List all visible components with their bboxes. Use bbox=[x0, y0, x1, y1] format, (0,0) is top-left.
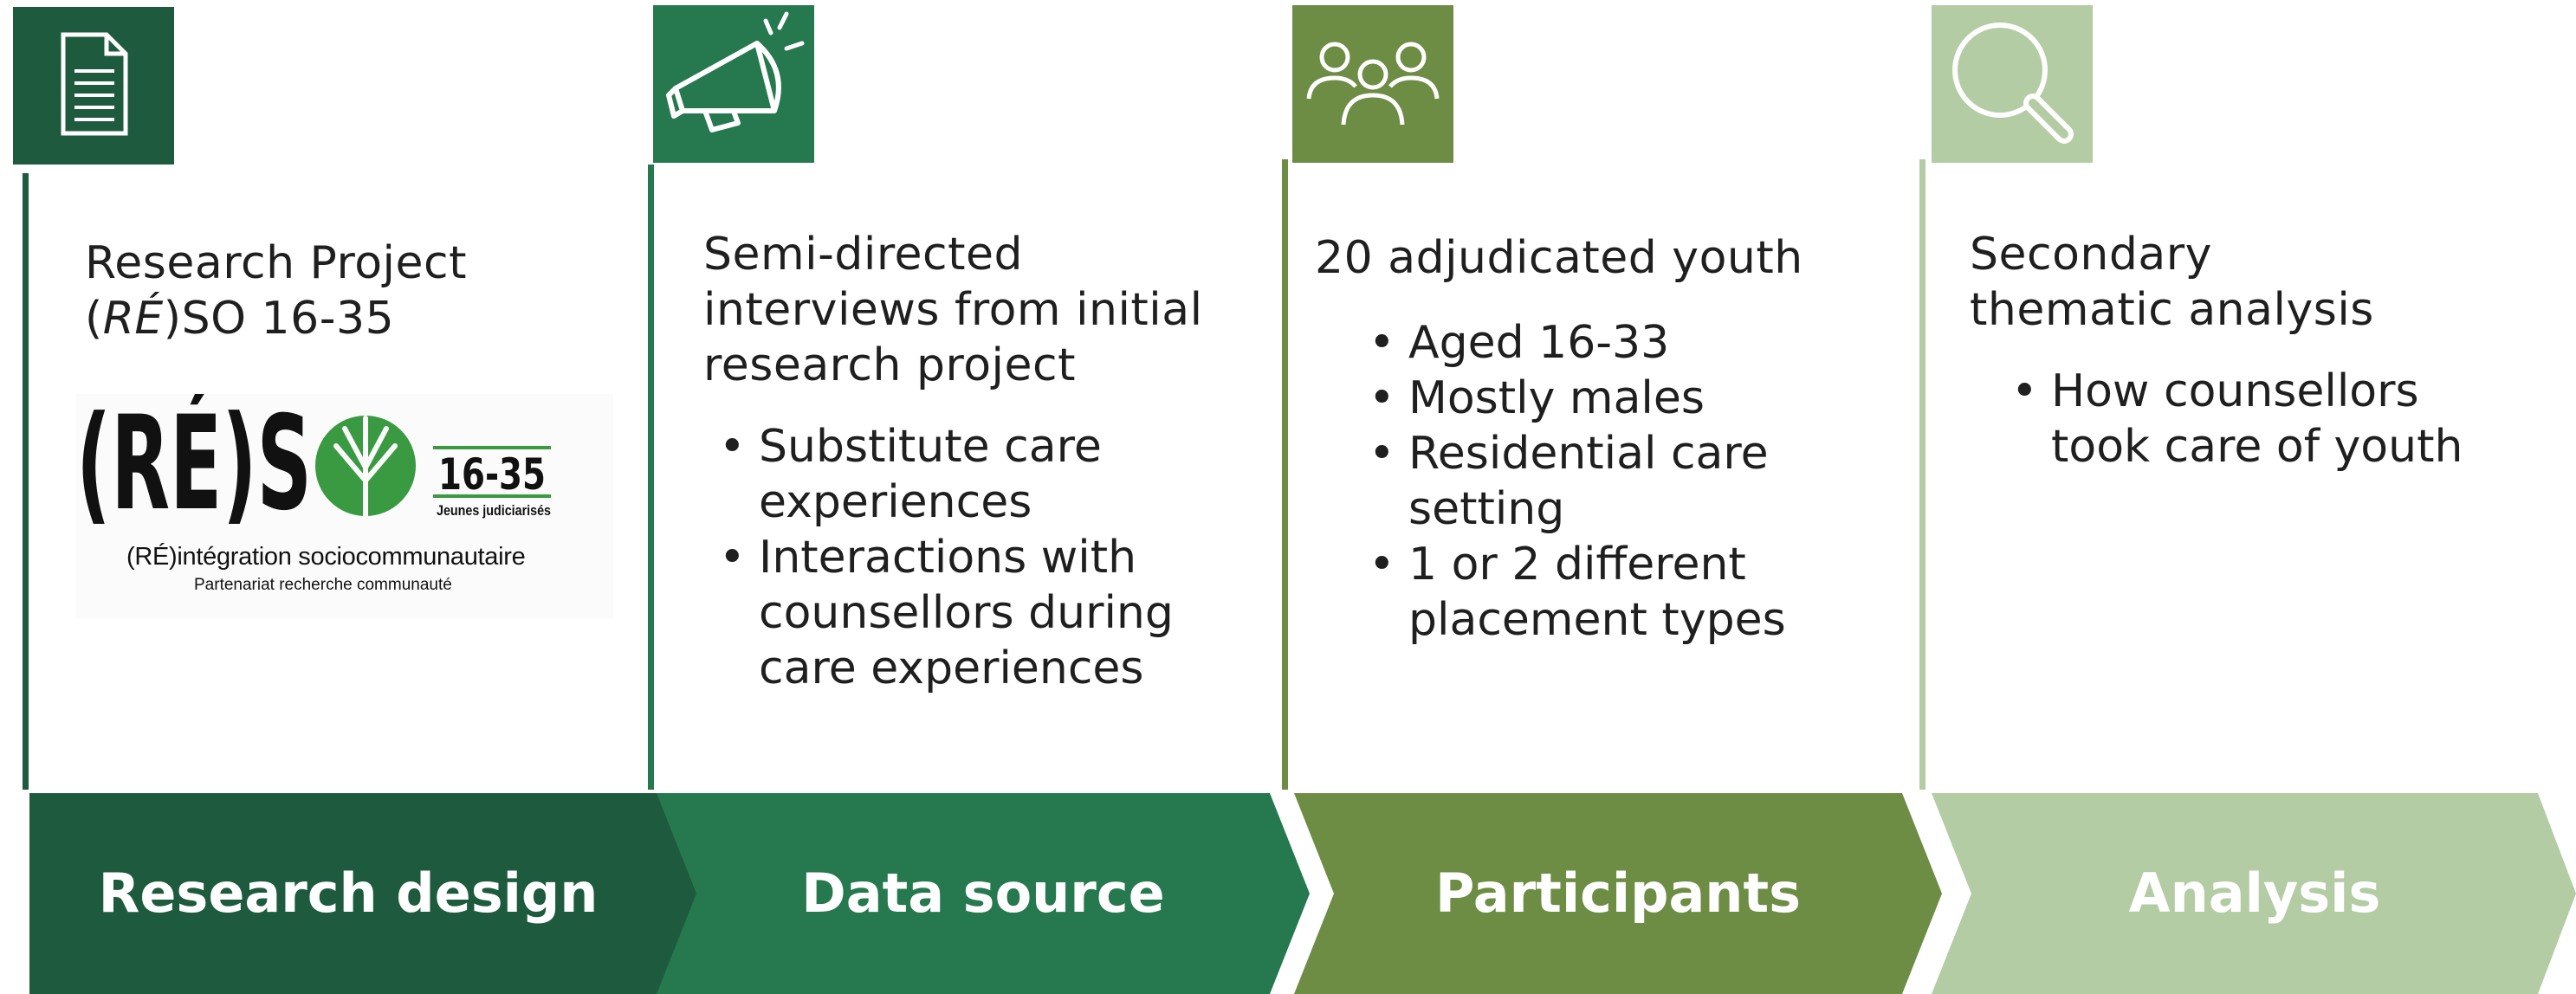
analysis-text: Secondary thematic analysis How counsell… bbox=[1970, 227, 2463, 474]
chevron-analysis bbox=[1932, 793, 2576, 994]
bullet-list: Aged 16-33 Mostly males Residential care… bbox=[1358, 315, 1803, 648]
stage-label-analysis: Analysis bbox=[2128, 862, 2381, 925]
heading-rest: )SO 16-35 bbox=[163, 293, 395, 345]
research-design-icon-box bbox=[13, 7, 174, 165]
bullet-line: Mostly males bbox=[1408, 372, 1705, 424]
list-item: Interactions with counsellors during car… bbox=[709, 530, 1203, 696]
stage-label-participants: Participants bbox=[1435, 862, 1801, 925]
stage-label-research-design: Research design bbox=[98, 862, 599, 925]
data-source-text: Semi-directed interviews from initial re… bbox=[703, 227, 1203, 696]
bullet-line: How counsellors bbox=[2051, 365, 2419, 417]
bullet-line: Interactions with bbox=[759, 532, 1137, 584]
heading-line: research project bbox=[703, 339, 1076, 391]
column-divider-2 bbox=[648, 165, 654, 790]
stage-label-data-source: Data source bbox=[801, 862, 1165, 925]
bullet-line: Residential care bbox=[1408, 428, 1769, 480]
chevron-research-design bbox=[29, 793, 703, 994]
bullet-line: Substitute care bbox=[759, 421, 1102, 473]
paren-open: ( bbox=[85, 293, 103, 345]
heading-line: Research Project bbox=[85, 237, 467, 289]
bullet-line: care experiences bbox=[759, 642, 1144, 694]
list-item: Substitute care experiences bbox=[709, 419, 1203, 530]
bullet-line: experiences bbox=[759, 476, 1032, 528]
bullet-list: Substitute care experiences Interactions… bbox=[709, 419, 1203, 696]
logo-tagline: Partenariat recherche communauté bbox=[194, 576, 452, 594]
bullet-line: setting bbox=[1408, 483, 1565, 535]
data-source-icon-box bbox=[653, 5, 814, 163]
heading-line: thematic analysis bbox=[1970, 284, 2374, 336]
column-divider-1 bbox=[23, 173, 29, 790]
bullet-line: counsellors during bbox=[759, 587, 1174, 639]
research-design-heading: Research Project (RÉ)SO 16-35 bbox=[85, 236, 467, 346]
analysis-icon-box bbox=[1932, 5, 2093, 163]
people-group-icon bbox=[1304, 35, 1442, 133]
bullet-line: took care of youth bbox=[2051, 421, 2463, 473]
heading-line: Secondary bbox=[1970, 229, 2212, 281]
heading-italic: RÉ bbox=[102, 293, 164, 345]
chevron-data-source bbox=[657, 793, 1310, 994]
bullet-line: placement types bbox=[1408, 594, 1786, 646]
list-item: 1 or 2 different placement types bbox=[1358, 537, 1803, 648]
heading-line: 20 adjudicated youth bbox=[1315, 232, 1803, 284]
list-item: Mostly males bbox=[1358, 371, 1803, 426]
bullet-line: Aged 16-33 bbox=[1408, 317, 1670, 369]
megaphone-icon bbox=[660, 9, 807, 159]
list-item: Aged 16-33 bbox=[1358, 315, 1803, 371]
heading-line: (RÉ)SO 16-35 bbox=[85, 291, 467, 346]
participants-text: 20 adjudicated youth Aged 16-33 Mostly m… bbox=[1315, 230, 1803, 648]
tree-logo-icon bbox=[315, 416, 416, 519]
logo-badge-caption: Jeunes judiciarisés bbox=[437, 502, 551, 519]
logo-badge-number: 16-35 bbox=[438, 449, 546, 500]
column-divider-4 bbox=[1919, 159, 1926, 790]
participants-icon-box bbox=[1292, 5, 1453, 163]
document-icon bbox=[46, 28, 141, 144]
chevron-participants bbox=[1294, 793, 1942, 994]
bullet-list: How counsellors took care of youth bbox=[2001, 364, 2463, 474]
heading-line: interviews from initial bbox=[703, 284, 1203, 336]
reso-logo: (RÉ)S 16-35 Jeunes judiciarisés (RÉ)inté… bbox=[76, 394, 613, 619]
bullet-line: 1 or 2 different bbox=[1408, 539, 1746, 591]
logo-subtitle: (RÉ)intégration sociocommunautaire bbox=[126, 543, 526, 571]
heading-line: Semi-directed bbox=[703, 229, 1024, 281]
magnifier-icon bbox=[1943, 13, 2081, 155]
process-chevrons bbox=[29, 793, 2576, 994]
list-item: Residential care setting bbox=[1358, 426, 1803, 537]
column-divider-3 bbox=[1282, 159, 1288, 790]
list-item: How counsellors took care of youth bbox=[2001, 364, 2463, 474]
logo-main-text: (RÉ)S bbox=[76, 394, 312, 524]
